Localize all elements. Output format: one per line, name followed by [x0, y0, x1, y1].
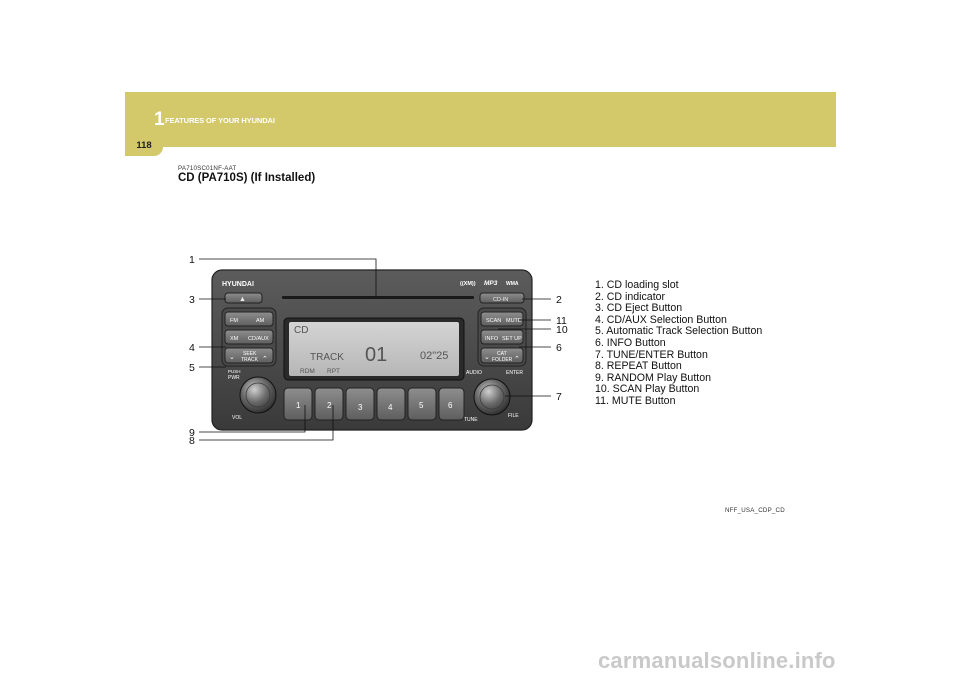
- preset-button-6: [438, 387, 465, 421]
- seek-up-icon: ⌃: [262, 355, 268, 363]
- cat-up-icon: ⌃: [514, 355, 520, 363]
- scan-mute-button: [480, 311, 524, 327]
- fm-label: FM: [230, 318, 238, 324]
- preset-buttons: 1 2 3 4 5 6: [283, 387, 465, 421]
- preset-button-4: [376, 387, 406, 421]
- callout-7: 7: [556, 391, 562, 403]
- am-label: AM: [256, 318, 265, 324]
- folder-label: FOLDER: [492, 357, 513, 363]
- callout-4: 4: [189, 342, 195, 354]
- eject-button: [224, 292, 263, 304]
- chapter-number: 1: [154, 109, 165, 130]
- cd-in-indicator: [479, 292, 525, 304]
- preset-label-6: 6: [448, 401, 453, 410]
- eject-icon: ▲: [239, 296, 246, 303]
- legend-item: 8. REPEAT Button: [595, 360, 682, 373]
- callout-2: 2: [556, 294, 562, 306]
- lcd-display: [289, 322, 459, 376]
- display-mode: CD: [294, 325, 308, 336]
- push-label: PUSH: [228, 369, 241, 374]
- xm-label: XM: [230, 336, 239, 342]
- mp3-logo: MP3: [484, 280, 498, 287]
- header-band: [125, 92, 836, 147]
- callout-6: 6: [556, 342, 562, 354]
- mute-label: MUTE: [506, 318, 522, 324]
- volume-knob: [239, 376, 277, 414]
- preset-label-4: 4: [388, 403, 393, 412]
- fm-am-button: [224, 311, 274, 327]
- xm-cdaux-button: [224, 329, 274, 345]
- page-number: 118: [125, 138, 163, 156]
- legend-item: 9. RANDOM Play Button: [595, 371, 711, 384]
- audio-label: AUDIO: [466, 370, 482, 376]
- seek-down-icon: ⌄: [229, 354, 235, 361]
- legend-item: 10. SCAN Play Button: [595, 383, 700, 396]
- callout-5: 5: [189, 362, 195, 374]
- watermark[interactable]: carmanualsonline.info: [598, 648, 836, 673]
- section-code: PA710SC01NF-AAT: [178, 165, 237, 172]
- legend-item: 4. CD/AUX Selection Button: [595, 313, 727, 326]
- legend-item: 1. CD loading slot: [595, 279, 679, 291]
- legend-item: 11. MUTE Button: [595, 394, 676, 407]
- display-track-label: TRACK: [310, 352, 344, 363]
- cd-in-label: CD-IN: [493, 297, 508, 303]
- legend-item: 5. Automatic Track Selection Button: [595, 325, 763, 338]
- cat-label: CAT: [497, 351, 507, 357]
- callout-9: 9: [189, 427, 195, 439]
- vol-label: VOL: [232, 415, 242, 421]
- preset-label-5: 5: [419, 401, 424, 410]
- callout-8: 8: [189, 435, 195, 447]
- display-time: 02"25: [420, 350, 448, 362]
- xm-logo: ((XM)): [460, 281, 476, 287]
- wma-logo: WMA: [506, 281, 519, 287]
- tune-knob: [473, 378, 511, 416]
- display-rdm: RDM: [300, 368, 315, 375]
- brand-logo: HYUNDAI: [222, 281, 254, 288]
- info-setup-button: [480, 329, 524, 345]
- cd-loading-slot: [282, 296, 474, 299]
- legend-item: 6. INFO Button: [595, 336, 666, 349]
- setup-label: SET UP: [502, 336, 522, 342]
- seek-label: SEEK: [243, 351, 257, 357]
- preset-label-2: 2: [327, 401, 332, 410]
- enter-label: ENTER: [506, 370, 523, 376]
- section-title: CD (PA710S) (If Installed): [178, 172, 316, 184]
- info-label: INFO: [485, 336, 499, 342]
- display-rpt: RPT: [327, 368, 340, 375]
- preset-button-2: [314, 387, 344, 421]
- scan-label: SCAN: [486, 318, 501, 324]
- leader-lines: [199, 258, 551, 441]
- track-label: TRACK: [241, 357, 259, 363]
- callout-3: 3: [189, 294, 195, 306]
- callout-1: 1: [189, 254, 195, 266]
- preset-label-3: 3: [358, 403, 363, 412]
- cdaux-label: CD/AUX: [248, 336, 269, 342]
- pwr-label: PWR: [228, 375, 240, 381]
- callout-10: 10: [556, 324, 568, 336]
- callout-11: 11: [556, 315, 567, 327]
- cat-down-icon: ⌄: [484, 354, 490, 361]
- legend-item: 2. CD indicator: [595, 290, 666, 303]
- file-label: FILE: [508, 413, 519, 419]
- preset-button-3: [345, 387, 375, 421]
- legend-item: 7. TUNE/ENTER Button: [595, 348, 708, 361]
- tune-label: TUNE: [464, 417, 478, 423]
- preset-button-5: [407, 387, 437, 421]
- legend-item: 3. CD Eject Button: [595, 302, 683, 315]
- cat-folder-button: [480, 347, 524, 364]
- display-track-number: 01: [365, 344, 387, 366]
- preset-label-1: 1: [296, 401, 301, 410]
- seek-track-button: [224, 347, 274, 364]
- parts-legend: 1. CD loading slot 2. CD indicator 3. CD…: [595, 279, 763, 408]
- chapter-title: FEATURES OF YOUR HYUNDAI: [165, 116, 275, 125]
- image-code: NFF_USA_CDP_CD: [725, 507, 785, 514]
